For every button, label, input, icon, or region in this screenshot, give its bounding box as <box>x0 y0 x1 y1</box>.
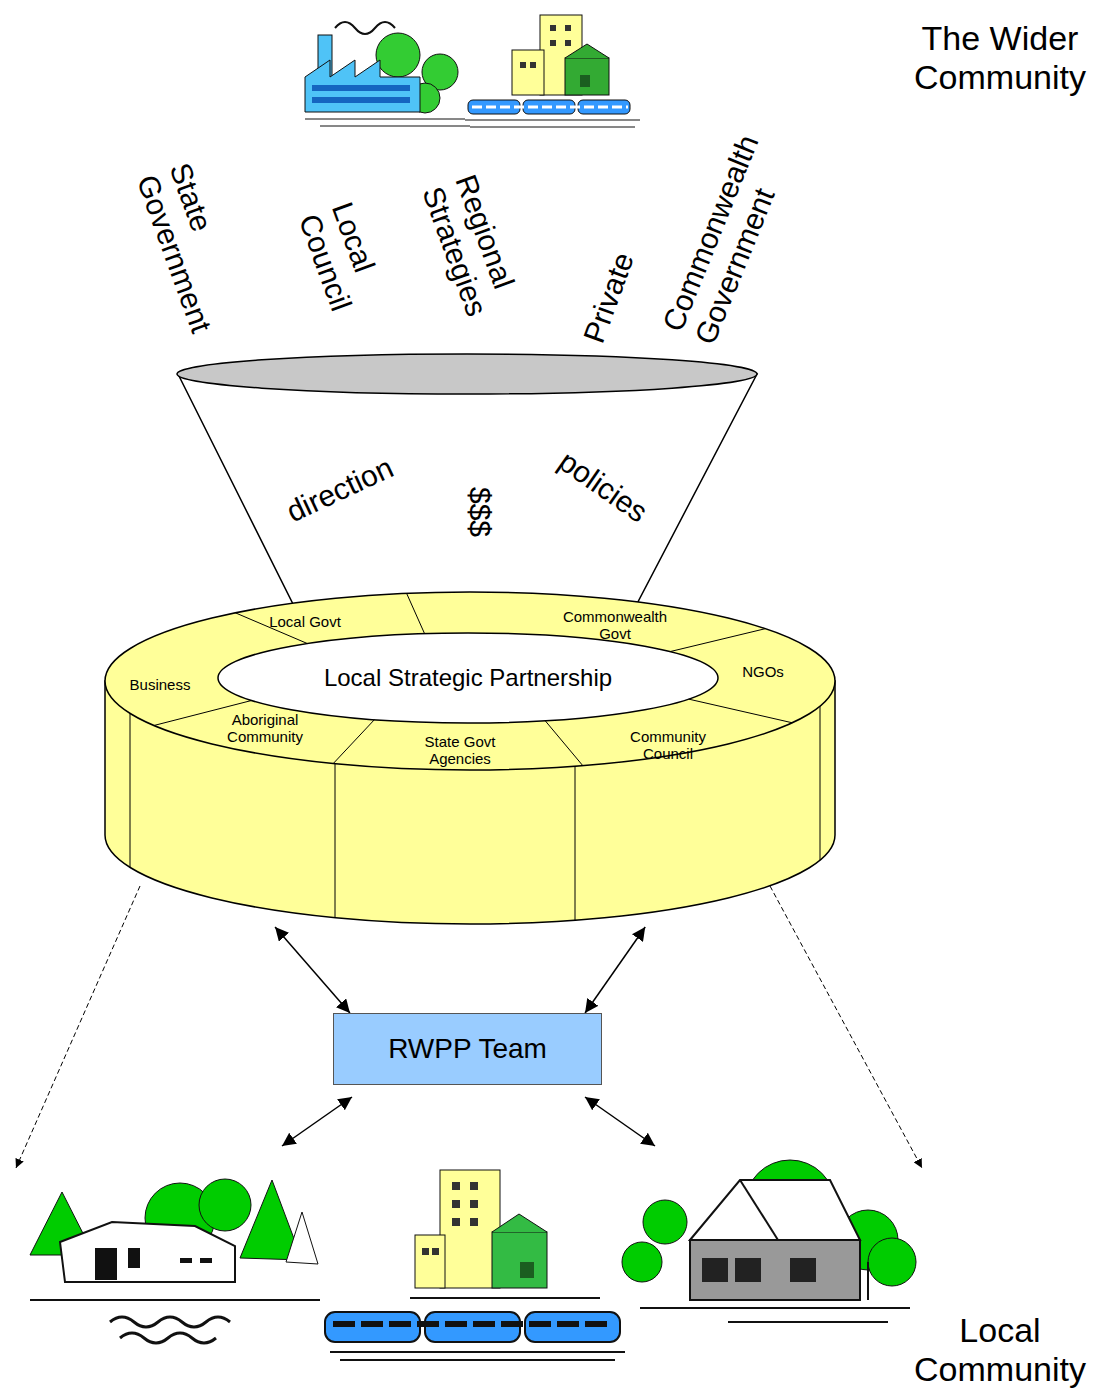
source-label: Local Council <box>292 198 408 363</box>
connector-arrow <box>275 927 350 1013</box>
node-text: Aboriginal Community <box>218 712 313 745</box>
flow-label: direction <box>265 443 416 538</box>
partnership-ring: Local Strategic PartnershipLocal GovtCom… <box>105 590 835 927</box>
partner-segment: Commonwealth Govt <box>555 609 675 642</box>
factory-icon <box>305 22 470 126</box>
team-box: RWPP Team <box>333 1013 602 1085</box>
city-icon <box>465 15 640 127</box>
source-label: State Government <box>130 159 256 352</box>
community-arrows <box>16 886 922 1168</box>
flow-label: $$$ <box>463 472 498 552</box>
node-text: NGOs <box>733 664 793 681</box>
suburban-house-icon <box>622 1160 916 1322</box>
region-label: Local Community <box>900 1311 1100 1389</box>
node-text: Local Strategic Partnership <box>324 664 612 692</box>
lakeside-house-icon <box>30 1179 320 1343</box>
partner-segment: Business <box>120 677 200 694</box>
partner-segment: Local Govt <box>250 614 360 631</box>
node-text: Business <box>120 677 200 694</box>
node-text: RWPP Team <box>388 1033 547 1065</box>
source-label: Private <box>577 232 647 347</box>
source-label: Regional Strategies <box>416 170 539 353</box>
node-text: Community Council <box>621 729 716 762</box>
partner-segment: NGOs <box>733 664 793 681</box>
partner-segment: State Govt Agencies <box>415 734 505 767</box>
source-label: Commonwealth Government <box>656 115 804 349</box>
node-text: Commonwealth Govt <box>555 609 675 642</box>
city-icon <box>325 1170 625 1360</box>
connector-arrow <box>585 927 645 1013</box>
node-text: Local Govt <box>250 614 360 631</box>
flow-label: policies <box>540 436 666 539</box>
region-label: The Wider Community <box>900 19 1100 97</box>
partner-segment: Aboriginal Community <box>218 712 313 745</box>
node-text: State Govt Agencies <box>415 734 505 767</box>
partner-segment: Community Council <box>621 729 716 762</box>
